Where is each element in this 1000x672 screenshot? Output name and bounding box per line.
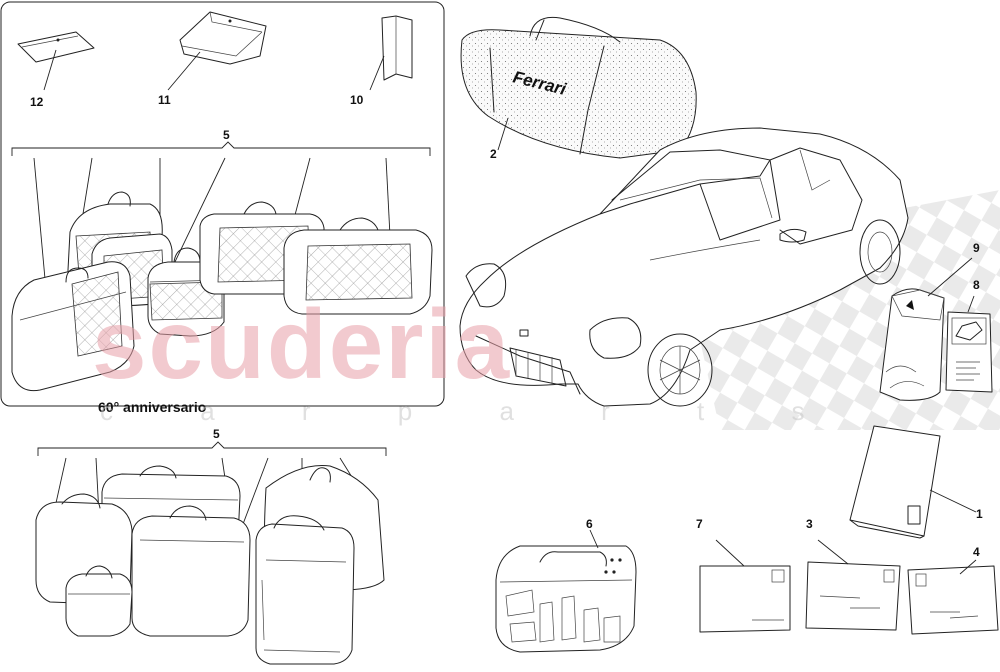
callout-6: 6 <box>586 517 593 531</box>
anniversary-label: 60° anniversario <box>98 399 206 415</box>
car-cover-pouch <box>879 257 973 401</box>
callout-12: 12 <box>30 95 44 109</box>
callout-9: 9 <box>973 241 980 255</box>
callout-10: 10 <box>350 93 364 107</box>
callout-4: 4 <box>973 545 980 559</box>
callout-2: 2 <box>490 147 497 161</box>
watermark-sub: c a r p a r t s <box>100 396 845 426</box>
callout-1: 1 <box>976 507 983 521</box>
anniversary-set-frame <box>0 1 445 407</box>
callout-8: 8 <box>973 278 980 292</box>
watermark-main: scuderia <box>92 289 511 399</box>
callout-labels: 12 11 10 5 2 9 8 5 1 6 7 3 4 60° anniver… <box>30 93 983 559</box>
leaflet <box>369 15 413 91</box>
car-cover-bag: Ferrari <box>460 16 697 159</box>
anniversary-luggage <box>11 191 433 392</box>
document-wallet <box>167 11 267 91</box>
callout-7: 7 <box>696 517 703 531</box>
callout-5-lower: 5 <box>213 427 220 441</box>
watermark: scuderia c a r p a r t s <box>92 289 845 426</box>
info-card <box>945 295 993 393</box>
owners-manual-folder <box>849 425 977 539</box>
booklet-7 <box>699 539 791 633</box>
standard-luggage <box>35 464 385 665</box>
callout-3: 3 <box>806 517 813 531</box>
document-pouch-small <box>17 31 95 91</box>
booklet-3 <box>805 539 901 631</box>
callout-11: 11 <box>158 93 171 107</box>
callout-5-upper: 5 <box>223 128 230 142</box>
tool-case <box>495 529 637 653</box>
booklet-4 <box>907 559 999 635</box>
car-ferrari-612 <box>459 127 909 407</box>
